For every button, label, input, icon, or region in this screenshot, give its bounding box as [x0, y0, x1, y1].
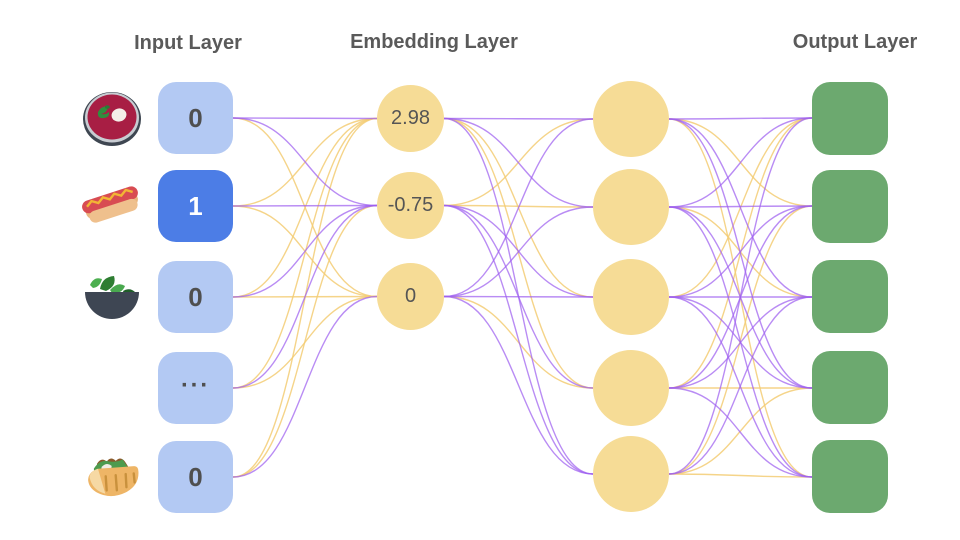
output-node: [812, 260, 888, 333]
input-node-ellipsis: ...: [158, 352, 233, 424]
input-node-value: 0: [188, 461, 203, 492]
hidden-node: [593, 436, 669, 512]
salad-bowl-icon: [80, 265, 144, 329]
embedding-node: 2.98: [377, 85, 444, 152]
embedding-node-value: 0: [404, 285, 417, 307]
input-node: 0: [158, 441, 233, 513]
embedding-node: -0.75: [377, 172, 444, 239]
input-node: 1: [158, 170, 233, 242]
input-node: 0: [158, 82, 233, 154]
hidden-node: [593, 169, 669, 245]
pita-wrap-icon: [80, 445, 144, 509]
input-node-value: 1: [188, 190, 203, 221]
output-node: [812, 170, 888, 243]
input-node-value: 0: [188, 281, 203, 312]
embedding-node-value: -0.75: [387, 194, 434, 216]
hidden-node: [593, 259, 669, 335]
output-node: [812, 351, 888, 424]
embedding-node-value: 2.98: [391, 107, 430, 129]
output-node: [812, 440, 888, 513]
soup-bowl-icon: [80, 86, 144, 150]
input-node-value: ...: [180, 365, 210, 393]
output-layer-title: Output Layer: [792, 31, 918, 53]
hidden-node: [593, 350, 669, 426]
input-node: 0: [158, 261, 233, 333]
embedding-node: 0: [377, 263, 444, 330]
input-layer-title: Input Layer: [134, 32, 242, 54]
hidden-node: [593, 81, 669, 157]
input-node-value: 0: [188, 102, 203, 133]
output-node: [812, 82, 888, 155]
embedding-layer-title: Embedding Layer: [350, 31, 518, 53]
hot-dog-icon: [80, 174, 144, 238]
